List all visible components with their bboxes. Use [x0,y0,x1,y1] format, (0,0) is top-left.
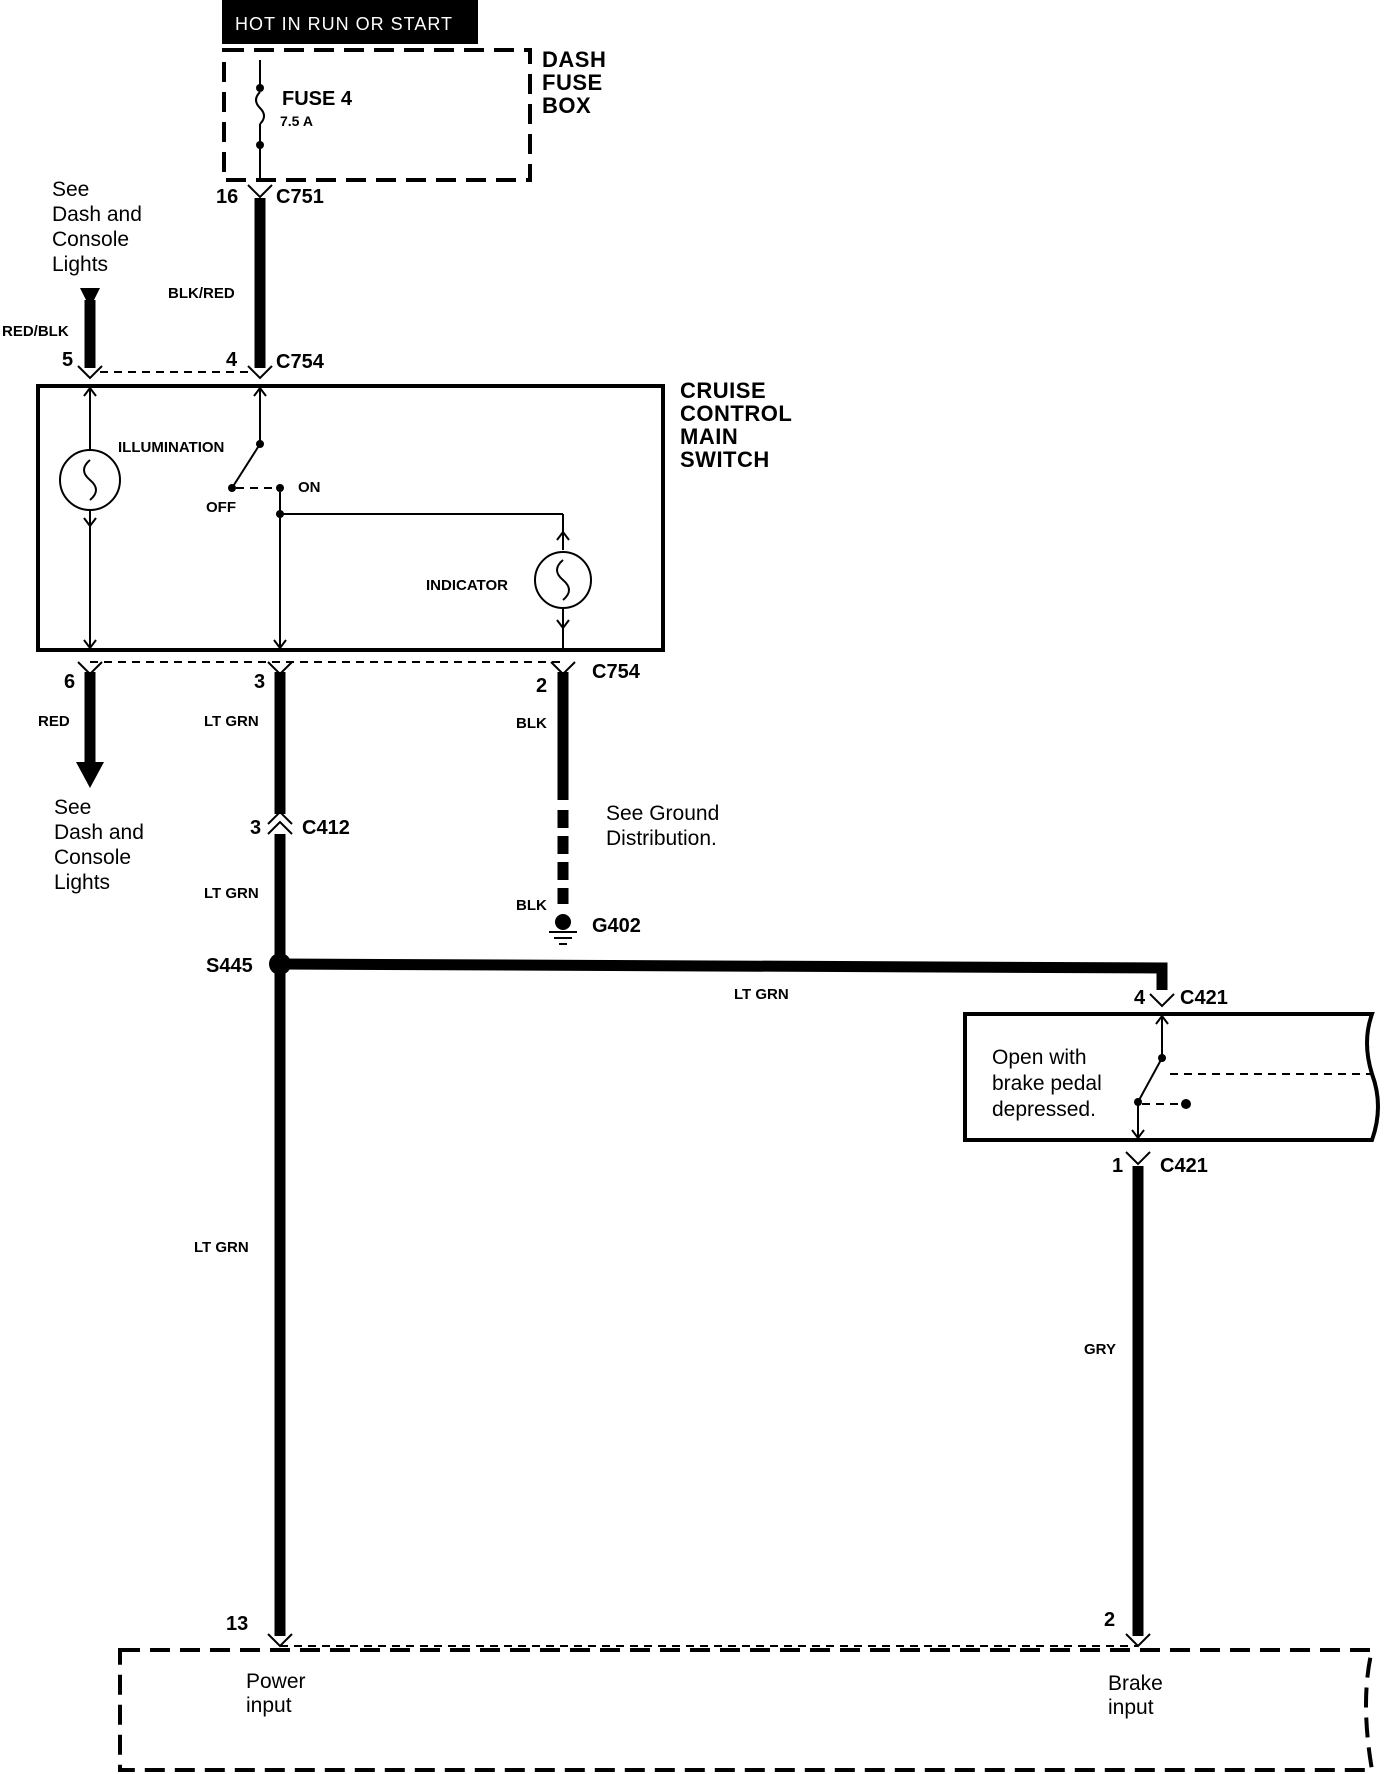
wire-label-lt-grn-4: LT GRN [194,1239,249,1256]
pin-13: 13 [226,1613,248,1635]
power-banner: HOT IN RUN OR START [222,0,478,44]
fuse-box-title-3: BOX [542,93,591,118]
connector-c754-top: C754 [276,351,325,373]
note-brake-2: brake pedal [992,1072,1102,1095]
splice-s445-label: S445 [206,955,253,977]
pin-4-c421: 4 [1134,987,1146,1009]
pin-4-c754: 4 [226,349,238,371]
indicator-label: INDICATOR [426,577,508,594]
pin-6: 6 [64,671,75,693]
fuse-box-title-1: DASH [542,47,606,72]
wire-label-blk-1: BLK [516,715,547,732]
note-see-dash-top-1: See [52,178,89,201]
cruise-control-main-switch: CRUISE CONTROL MAIN SWITCH ILLUMINATION … [36,378,792,652]
pin-3: 3 [254,671,265,693]
main-switch-contact[interactable] [231,443,261,489]
main-switch-title-3: MAIN [680,424,738,449]
note-see-ground-1: See Ground [606,802,719,825]
connector-c421-bottom: C421 [1160,1155,1208,1177]
pin-2: 2 [536,675,547,697]
main-switch-outline [36,384,665,652]
pin-3-c412: 3 [250,817,261,839]
pin-16: 16 [216,186,238,208]
dash-fuse-box: FUSE 4 7.5 A DASH FUSE BOX [222,47,606,182]
brake-input-2: input [1108,1696,1154,1719]
arrow-down-icon [80,288,100,308]
control-unit-outline [118,1648,1375,1772]
ground-icon [549,914,577,945]
wire-label-lt-grn-1: LT GRN [204,713,259,730]
see-dash-lights-bottom: See Dash and Console Lights [54,796,144,894]
note-see-dash-top-3: Console [52,228,129,251]
power-input-1: Power [246,1670,306,1693]
fuse-icon [255,91,265,125]
brake-input-1: Brake [1108,1672,1163,1695]
note-see-dash-bottom-1: See [54,796,91,819]
note-see-ground-2: Distribution. [606,827,717,850]
brake-switch-outline [963,1012,1380,1142]
control-unit: Power input Brake input [118,1645,1375,1772]
wire-label-lt-grn-3: LT GRN [734,986,789,1003]
power-input-2: input [246,1694,292,1717]
brake-switch-contact[interactable] [1137,1057,1163,1103]
connector-c754-bottom: C754 [592,661,641,683]
note-see-dash-bottom-3: Console [54,846,131,869]
arrow-down-icon [76,762,104,788]
brake-switch: Open with brake pedal depressed. [963,1012,1380,1142]
main-switch-title-2: CONTROL [680,401,792,426]
wire-label-blk-red: BLK/RED [168,285,235,302]
fuse-box-title-2: FUSE [542,70,603,95]
power-banner-text: HOT IN RUN OR START [235,14,453,34]
main-switch-title-1: CRUISE [680,378,766,403]
see-dash-lights-top: See Dash and Console Lights [52,178,142,276]
wire-label-lt-grn-2: LT GRN [204,885,259,902]
note-see-dash-bottom-4: Lights [54,871,110,894]
note-see-dash-top-4: Lights [52,253,108,276]
switch-on-label: ON [298,479,321,496]
ground-g402: G402 [592,915,641,937]
illumination-label: ILLUMINATION [118,439,224,456]
connector-c421-top: C421 [1180,987,1228,1009]
wire-label-red-blk: RED/BLK [2,323,69,340]
note-see-dash-bottom-2: Dash and [54,821,144,844]
fuse-name: FUSE 4 [282,88,353,110]
pin-5: 5 [62,349,73,371]
wire-label-blk-2: BLK [516,897,547,914]
main-switch-title-4: SWITCH [680,447,770,472]
pin-2-bottom: 2 [1104,1609,1115,1631]
note-brake-3: depressed. [992,1098,1096,1121]
switch-off-label: OFF [206,499,236,516]
wire-label-gry: GRY [1084,1341,1116,1358]
wire-lt-grn-branch [279,958,1168,990]
connector-c751: C751 [276,186,324,208]
connector-c412: C412 [302,817,350,839]
wire-label-red: RED [38,713,70,730]
fuse-rating: 7.5 A [280,113,313,129]
pin-1-c421: 1 [1112,1155,1123,1177]
note-see-dash-top-2: Dash and [52,203,142,226]
fuse-box-outline [222,48,532,182]
note-brake-1: Open with [992,1046,1087,1069]
